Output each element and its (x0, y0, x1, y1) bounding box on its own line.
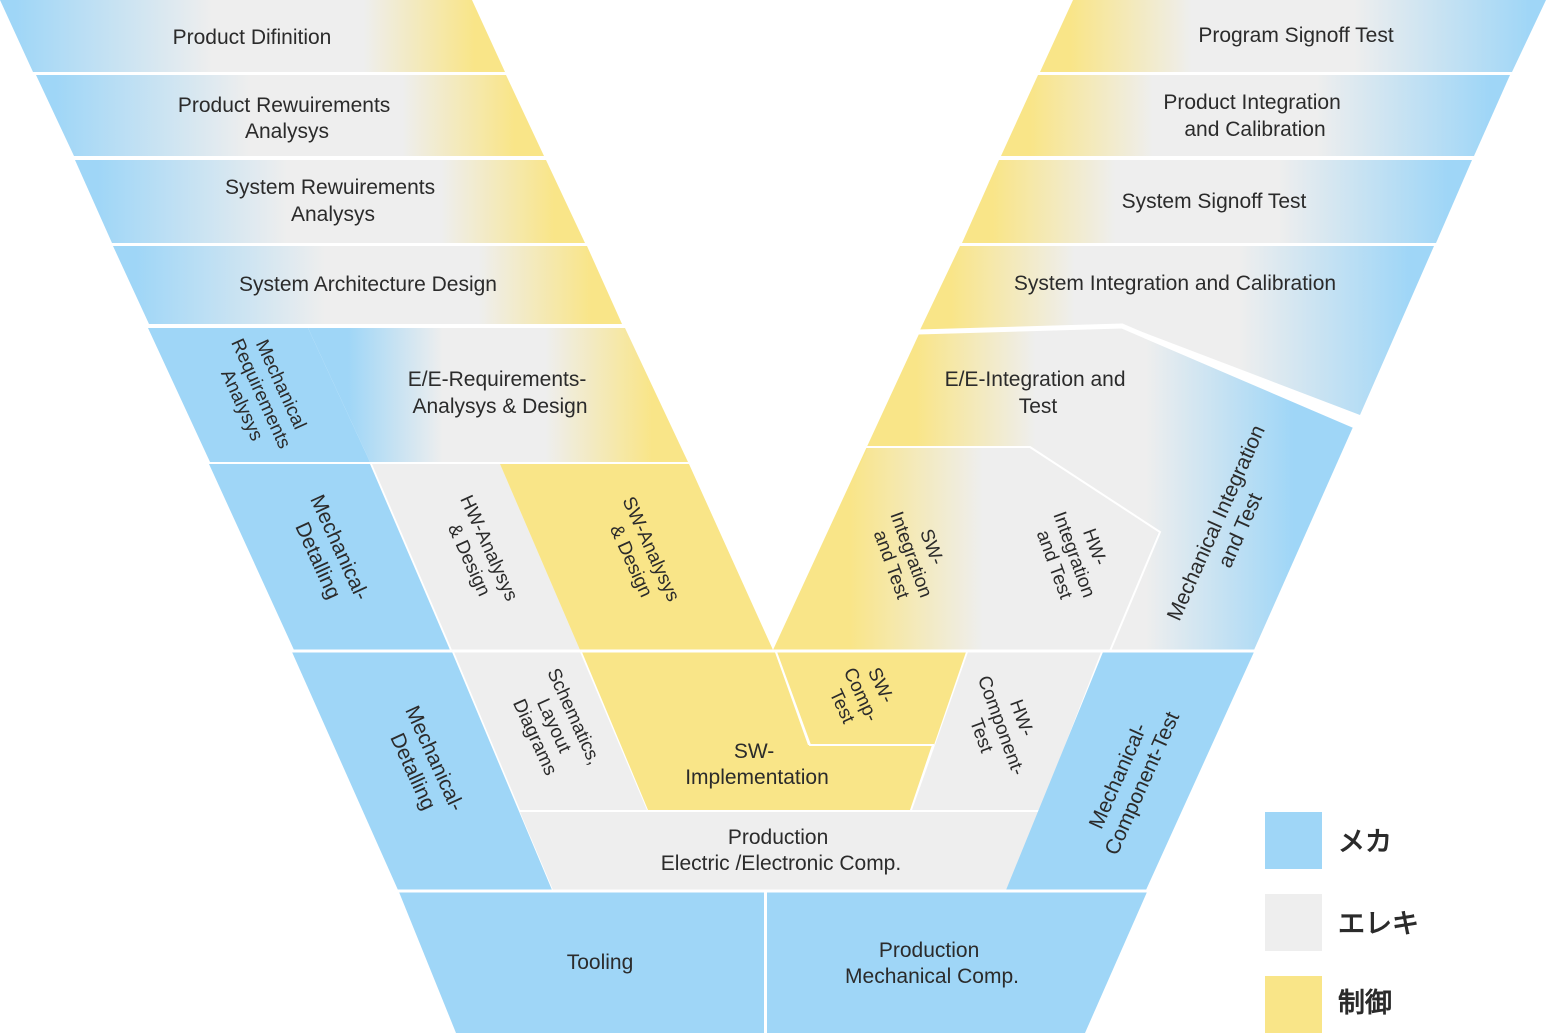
tooling-cell (399, 892, 764, 1033)
product-definition-label: Product Difinition (173, 26, 332, 49)
ee-requirements-cell (308, 328, 688, 462)
tooling-label: Tooling (567, 951, 634, 974)
production-electric-label: Production Electric /Electronic Comp. (661, 826, 901, 875)
sw-implementation-cell (582, 652, 932, 810)
production-electric-cell (520, 812, 1040, 890)
sw-integration-cell (775, 448, 1158, 650)
sw-comp-test-cell (777, 652, 966, 745)
legend: メカ エレキ 制御 (1265, 812, 1419, 1033)
system-requirements-band (75, 160, 585, 243)
divider-lines (0, 72, 1546, 1033)
system-integration-label: System Integration and Calibration (1014, 272, 1336, 295)
production-mechanical-cell (767, 892, 1147, 1033)
hw-component-test-cell (912, 652, 1101, 810)
product-definition-band (0, 0, 505, 72)
sw-analysis-cell (500, 464, 773, 650)
ee-integration-label: E/E-Integration and Test (945, 368, 1132, 418)
product-integration-label: Product Integration and Calibration (1163, 91, 1346, 141)
legend-swatch-mecha (1265, 812, 1322, 869)
bottom-labels: SW- Implementation Production Electric /… (567, 740, 1019, 988)
legend-label-mecha: メカ (1338, 827, 1392, 858)
program-signoff-label: Program Signoff Test (1198, 24, 1393, 47)
mechanical-detailing-lower-cell (292, 652, 552, 890)
mechanical-detailing-upper-cell (209, 464, 450, 650)
production-mechanical-label: Production Mechanical Comp. (845, 939, 1019, 988)
legend-swatch-control (1265, 976, 1322, 1033)
system-architecture-label: System Architecture Design (239, 273, 497, 296)
product-integration-band (1001, 75, 1510, 156)
system-signoff-band (962, 160, 1472, 243)
schematics-cell (454, 652, 647, 810)
system-architecture-band (113, 246, 622, 324)
system-signoff-label: System Signoff Test (1122, 190, 1307, 213)
legend-label-elec: エレキ (1338, 909, 1419, 940)
legend-swatch-elec (1265, 894, 1322, 951)
program-signoff-band (1040, 0, 1546, 72)
ee-requirements-label: E/E-Requirements- Analysys & Design (408, 368, 592, 418)
product-requirements-label: Product Rewuirements Analysys (178, 94, 396, 143)
system-integration-band (920, 246, 1434, 415)
product-requirements-band (36, 75, 544, 156)
mechanical-component-test-cell (1006, 652, 1254, 890)
hw-analysis-cell (372, 464, 580, 650)
sw-implementation-label: SW- Implementation (685, 740, 829, 789)
legend-label-control: 制御 (1338, 988, 1392, 1019)
mechanical-requirements-cell (148, 328, 370, 462)
system-requirements-label: System Rewuirements Analysys (225, 176, 441, 226)
